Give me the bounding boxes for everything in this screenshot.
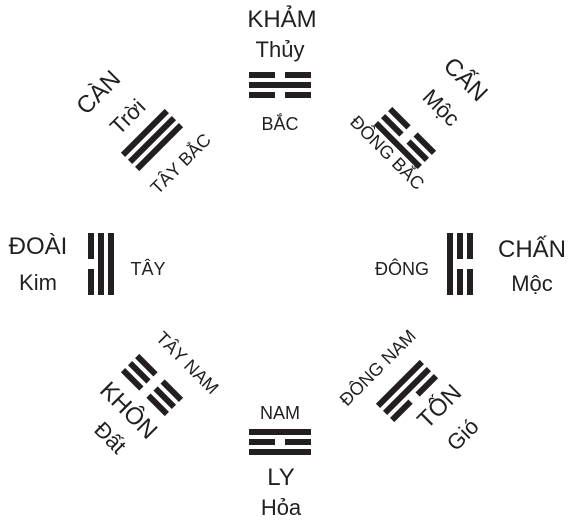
trigram-direction-doai: TÂY — [130, 259, 165, 279]
trigram-kham: KHẢM Thủy BẮC — [247, 4, 316, 134]
trigram-element-doai: Kim — [19, 270, 57, 295]
trigram-line-broken-segment-2 — [146, 393, 169, 417]
trigram-line-broken-segment-1 — [380, 113, 404, 137]
trigram-line-broken-segment-1 — [120, 368, 144, 391]
trigram-ton: TỐN Gió ĐÔNG NAM — [335, 325, 484, 456]
trigram-lines-chan — [447, 233, 473, 295]
trigram-lines-khon — [120, 353, 184, 417]
trigram-line-broken-segment-1 — [249, 439, 275, 445]
trigram-khon: TÂY NAM KHÔN Đất — [89, 328, 222, 459]
trigram-line-broken-segment-2 — [406, 139, 430, 163]
trigram-line-solid — [373, 121, 422, 170]
trigram-lines-ly — [249, 429, 311, 455]
trigram-can-heaven: CÀN Trời TÂY BẮC — [71, 65, 215, 198]
trigram-direction-kham: BẮC — [261, 113, 298, 134]
trigram-line-solid — [135, 123, 184, 172]
trigram-line-broken-segment-2 — [413, 132, 437, 155]
trigram-line-solid — [447, 233, 453, 295]
trigram-line-solid — [127, 115, 177, 165]
trigram-line-solid — [108, 233, 114, 295]
trigram-ly: NAM LY Hỏa — [249, 403, 311, 520]
trigram-line-solid — [249, 429, 311, 435]
trigram-line-solid — [249, 82, 311, 88]
trigram-lines-kham — [249, 72, 311, 98]
trigram-line-broken-segment-1 — [390, 399, 413, 423]
trigram-direction-khon: TÂY NAM — [152, 328, 222, 398]
trigram-can-mountain: CẤN Mộc ĐÔNG BẮC — [346, 52, 493, 194]
trigram-element-ton: Gió — [442, 414, 484, 456]
trigram-element-chan: Mộc — [511, 271, 553, 296]
trigram-line-broken-segment-1 — [467, 233, 473, 259]
trigram-line-broken-segment-1 — [457, 233, 463, 259]
trigram-line-broken-segment-1 — [135, 353, 158, 377]
trigram-line-broken-segment-1 — [249, 72, 275, 78]
trigram-lines-can-mountain — [373, 106, 437, 170]
trigram-direction-ly: NAM — [260, 403, 300, 423]
trigram-line-solid — [120, 108, 169, 157]
trigram-element-kham: Thủy — [256, 37, 305, 62]
trigram-lines-ton — [375, 359, 439, 423]
trigram-line-solid — [375, 359, 424, 408]
trigram-line-broken-segment-2 — [415, 374, 439, 397]
trigram-lines-can-heaven — [120, 108, 184, 172]
trigram-line-solid — [382, 366, 432, 416]
trigram-line-broken-segment-2 — [457, 269, 463, 295]
trigram-line-broken-segment-2 — [285, 72, 311, 78]
trigram-line-broken-segment-2 — [160, 379, 184, 402]
trigram-line-solid — [249, 449, 311, 455]
trigram-line-broken-segment-2 — [88, 269, 94, 295]
trigram-name-kham: KHẢM — [247, 4, 316, 33]
trigram-direction-chan: ĐÔNG — [375, 258, 429, 279]
trigram-line-solid — [98, 233, 104, 295]
trigram-lines-doai — [88, 233, 114, 295]
trigram-line-broken-segment-1 — [388, 106, 411, 130]
trigram-chan: CHẤN Mộc ĐÔNG — [375, 233, 566, 296]
trigram-line-broken-segment-1 — [127, 360, 151, 384]
trigram-line-broken-segment-2 — [153, 386, 177, 410]
trigram-doai: ĐOÀI Kim TÂY — [9, 233, 166, 295]
trigram-line-broken-segment-2 — [285, 92, 311, 98]
trigram-line-broken-segment-2 — [285, 439, 311, 445]
trigram-line-broken-segment-2 — [467, 269, 473, 295]
trigram-direction-ton: ĐÔNG NAM — [335, 325, 420, 410]
trigram-line-broken-segment-1 — [88, 233, 94, 259]
trigram-name-doai: ĐOÀI — [9, 233, 68, 260]
trigram-name-ly: LY — [267, 464, 295, 491]
trigram-element-ly: Hỏa — [261, 495, 302, 520]
trigram-name-chan: CHẤN — [498, 235, 566, 263]
trigram-line-broken-segment-1 — [249, 92, 275, 98]
